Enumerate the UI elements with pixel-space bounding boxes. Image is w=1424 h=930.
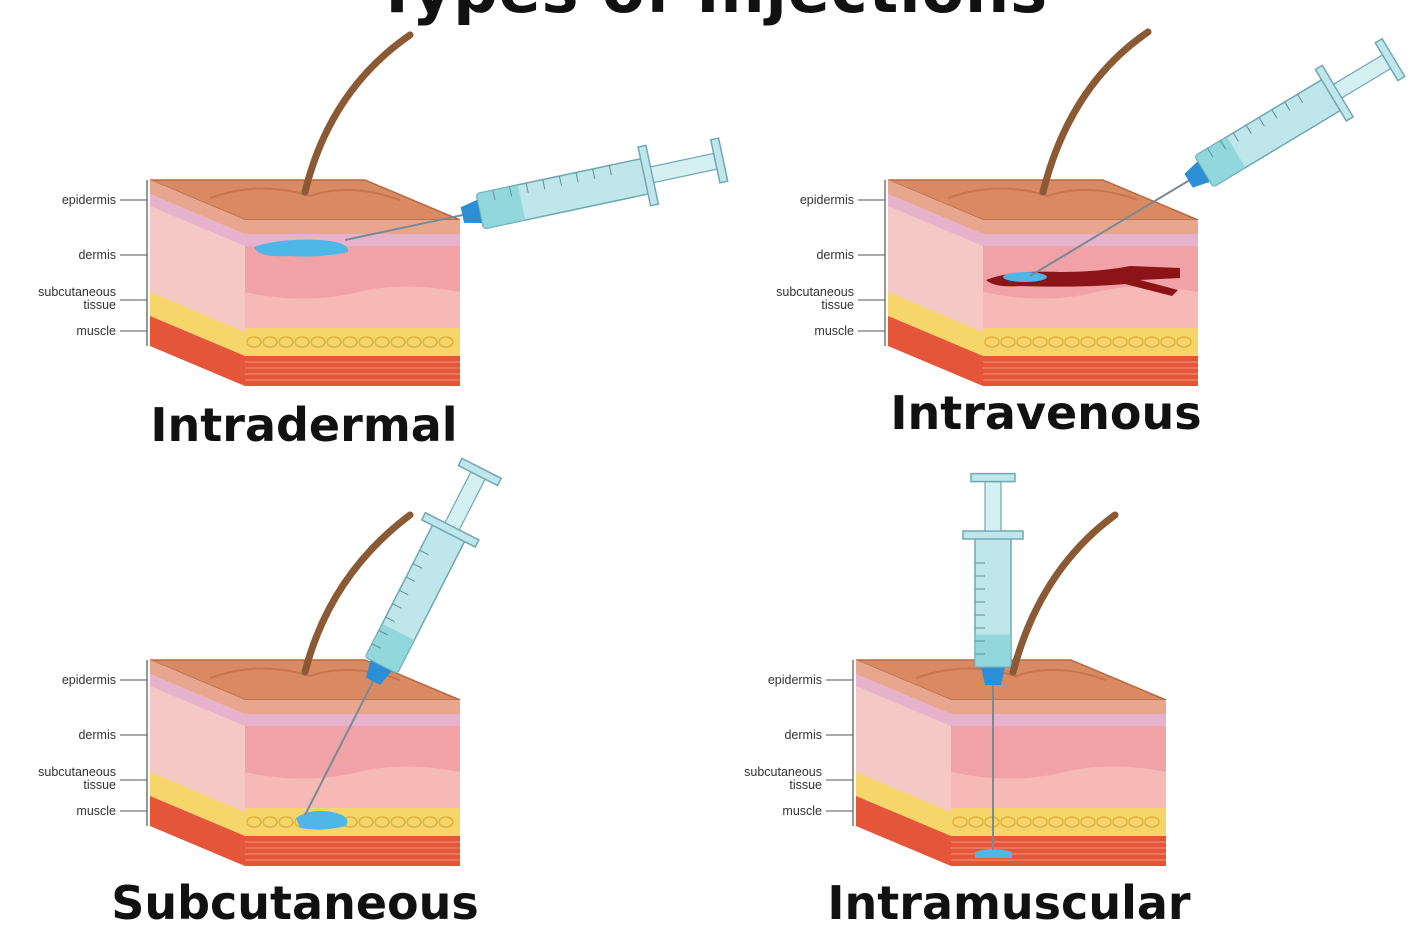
syringe-plunger (650, 153, 717, 182)
layer-label-tissue: tissue (83, 298, 116, 312)
layer-label-subcutaneous: subcutaneous (38, 765, 116, 779)
layer-labels: epidermis dermis muscle subcutaneoustissue (744, 660, 853, 826)
fluid-intravenous (1003, 272, 1047, 282)
hair-intradermal (305, 35, 410, 192)
layer-labels: epidermis dermis muscle subcutaneoustissue (38, 180, 147, 346)
syringe-hub (981, 667, 1005, 685)
layer-label-epidermis: epidermis (62, 673, 116, 687)
syringe-thumb-rest (971, 474, 1015, 482)
caption-intravenous: Intravenous (890, 386, 1201, 440)
front-epidermis (245, 700, 460, 714)
syringe-plunger (985, 482, 1001, 531)
syringe-plunger (1334, 55, 1391, 98)
layer-label-muscle: muscle (782, 804, 822, 818)
layer-label-dermis: dermis (816, 248, 854, 262)
front-epidermis (951, 700, 1166, 714)
caption-subcutaneous: Subcutaneous (111, 876, 479, 930)
front-dermis-upper (951, 714, 1166, 726)
syringe-flange (963, 531, 1023, 539)
syringe-fluid (975, 635, 1011, 668)
hair-intramuscular (1013, 515, 1115, 672)
layer-label-subcutaneous: subcutaneous (38, 285, 116, 299)
layer-label-tissue: tissue (83, 778, 116, 792)
caption-intradermal: Intradermal (150, 398, 457, 452)
layer-label-subcutaneous: subcutaneous (744, 765, 822, 779)
front-muscle (245, 836, 460, 866)
layer-label-epidermis: epidermis (768, 673, 822, 687)
layer-label-dermis: dermis (78, 248, 116, 262)
layer-label-tissue: tissue (821, 298, 854, 312)
layer-label-muscle: muscle (76, 804, 116, 818)
hair-intravenous (1043, 32, 1148, 192)
layer-label-muscle: muscle (76, 324, 116, 338)
front-epidermis (983, 220, 1198, 234)
layer-label-muscle: muscle (814, 324, 854, 338)
syringe-plunger (445, 472, 485, 530)
layer-label-subcutaneous: subcutaneous (776, 285, 854, 299)
front-muscle (983, 356, 1198, 386)
caption-intramuscular: Intramuscular (827, 876, 1190, 930)
layer-label-dermis: dermis (784, 728, 822, 742)
layer-label-epidermis: epidermis (800, 193, 854, 207)
layer-label-epidermis: epidermis (62, 193, 116, 207)
layer-label-tissue: tissue (789, 778, 822, 792)
front-muscle (245, 356, 460, 386)
layer-labels: epidermis dermis muscle subcutaneoustissue (776, 180, 885, 346)
layer-label-dermis: dermis (78, 728, 116, 742)
